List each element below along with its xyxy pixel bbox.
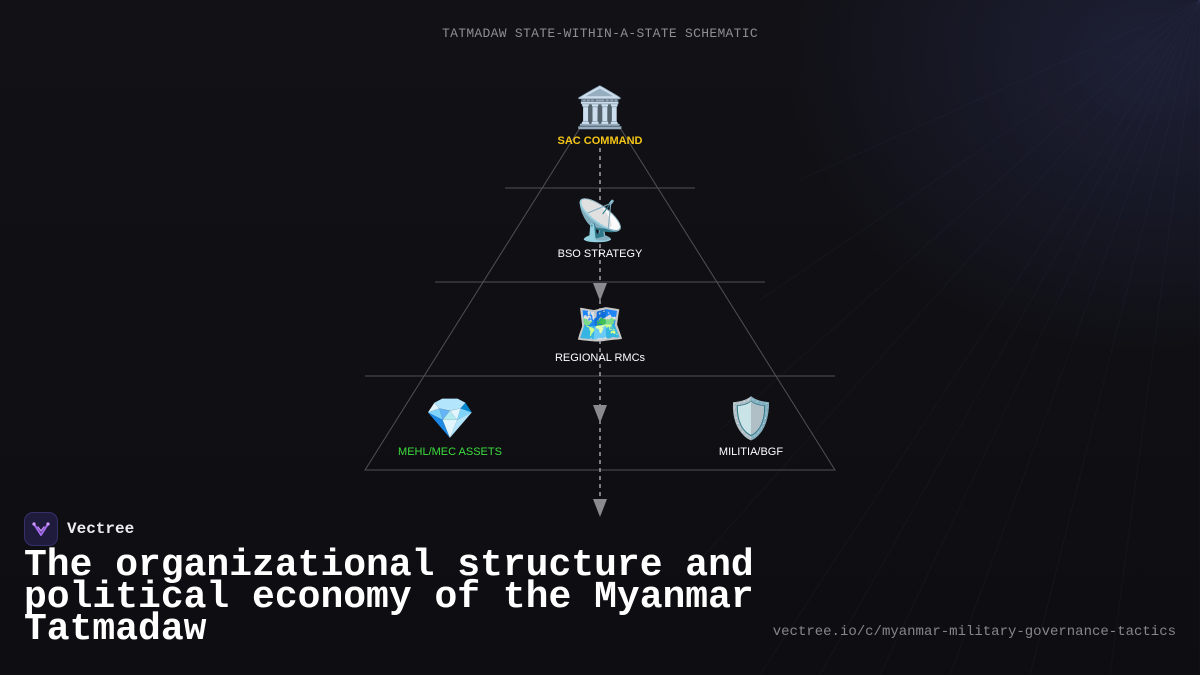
node-militia-bgf: 🛡️ MILITIA/BGF (651, 395, 851, 458)
node-bso-strategy: 📡 BSO STRATEGY (500, 197, 700, 260)
brand[interactable]: Vectree (24, 512, 134, 546)
shield-icon: 🛡️ (726, 396, 776, 441)
brand-name: Vectree (67, 520, 135, 538)
satellite-dish-icon: 📡 (575, 198, 625, 243)
node-sac-command: 🏛️ SAC COMMAND (500, 84, 700, 147)
arrow-head-2 (593, 405, 607, 423)
gem-icon: 💎 (425, 396, 475, 441)
world-map-icon: 🗺️ (575, 302, 625, 347)
node-label-militia-bgf: MILITIA/BGF (718, 446, 784, 458)
node-mehl-mec-assets: 💎 MEHL/MEC ASSETS (350, 395, 550, 458)
headline: The organizational structure and politic… (24, 544, 754, 651)
classical-building-icon: 🏛️ (575, 85, 625, 130)
node-label-bso-strategy: BSO STRATEGY (557, 248, 643, 260)
arrow-head-3 (593, 499, 607, 517)
arrow-head-1 (593, 283, 607, 301)
node-label-mehl-mec-assets: MEHL/MEC ASSETS (398, 446, 502, 458)
source-url[interactable]: vectree.io/c/myanmar-military-governance… (772, 624, 1176, 640)
node-label-regional-rmcs: REGIONAL RMCs (554, 352, 646, 364)
node-regional-rmcs: 🗺️ REGIONAL RMCs (500, 301, 700, 364)
node-label-sac-command: SAC COMMAND (557, 135, 643, 147)
vectree-logo-icon (24, 512, 58, 546)
diagram-title: TATMADAW STATE-WITHIN-A-STATE SCHEMATIC (442, 26, 758, 41)
